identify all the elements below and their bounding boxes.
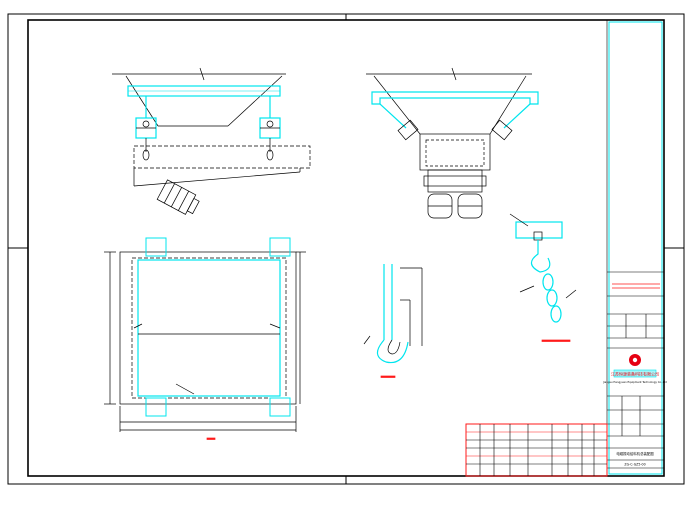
title-block (606, 19, 665, 477)
drawing-number: ZG-C-GZ5-00 (624, 463, 645, 467)
company-name-en: Jiangsu Hengyuan Equipment Technology Co… (602, 380, 667, 384)
side-view (366, 67, 539, 219)
sheet-border (7, 13, 685, 485)
title-block-text: 江苏恒源装备科技有限公司 Jiangsu Hengyuan Equipment … (602, 371, 667, 467)
plan-view (104, 237, 306, 440)
project-name: 电磁振动给料机总装配图 (616, 451, 654, 456)
hook-detail (363, 264, 423, 378)
company-name: 江苏恒源装备科技有限公司 (611, 371, 659, 377)
chain-detail (509, 213, 577, 342)
revision-table (465, 423, 608, 477)
front-view (112, 67, 311, 215)
